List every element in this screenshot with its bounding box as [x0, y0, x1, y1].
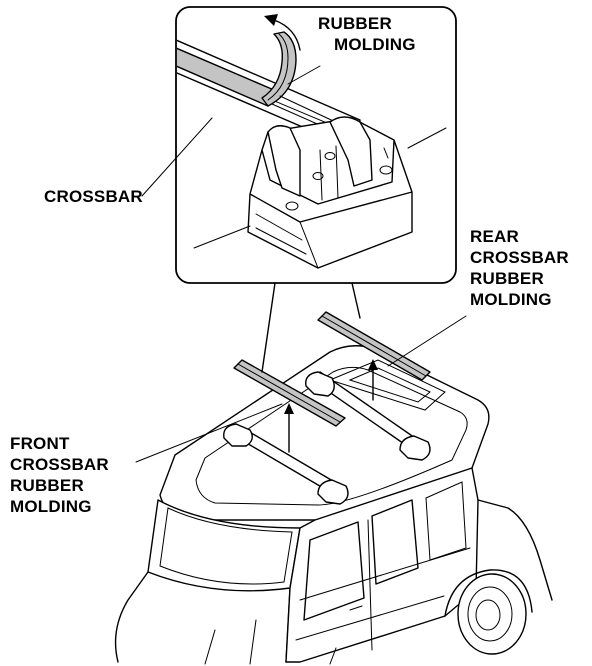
label-line: FRONT [10, 434, 70, 453]
label-line: CROSSBAR [10, 455, 109, 474]
label-rubber-molding: RUBBER MOLDING [318, 13, 416, 55]
up-arrow-icon [368, 359, 378, 401]
label-line: RUBBER [10, 476, 84, 495]
label-line: MOLDING [334, 35, 416, 54]
rear-wheel [444, 569, 533, 655]
leader-inset-left [193, 225, 251, 249]
leader-front-molding [135, 403, 283, 463]
leader-crossbar [141, 117, 213, 197]
detail-connector-right [351, 282, 361, 319]
leader-rear-molding [387, 315, 467, 367]
label-line: RUBBER [470, 269, 544, 288]
label-line: CROSSBAR [44, 187, 143, 206]
rear-crossbar [305, 371, 431, 461]
front-crossbar [223, 423, 349, 505]
curved-arrow-icon [264, 14, 301, 51]
side-window-front [303, 521, 365, 621]
vehicle [114, 345, 553, 665]
label-line: RUBBER [318, 14, 392, 33]
sunroof [328, 359, 446, 411]
leader-inset-right [407, 127, 447, 149]
label-line: CROSSBAR [470, 248, 569, 267]
hood [114, 571, 149, 663]
label-line: REAR [470, 227, 519, 246]
leader-rubber-molding [287, 65, 321, 85]
up-arrow-icon [284, 403, 294, 453]
label-line: MOLDING [470, 290, 552, 309]
side-window-rear [371, 499, 419, 585]
detail-inset [175, 6, 457, 284]
detail-connector-left [261, 282, 276, 373]
label-crossbar: CROSSBAR [44, 186, 143, 207]
label-front-crossbar-rubber-molding: FRONT CROSSBAR RUBBER MOLDING [10, 433, 109, 517]
label-rear-crossbar-rubber-molding: REAR CROSSBAR RUBBER MOLDING [470, 226, 569, 310]
label-line: MOLDING [10, 497, 92, 516]
